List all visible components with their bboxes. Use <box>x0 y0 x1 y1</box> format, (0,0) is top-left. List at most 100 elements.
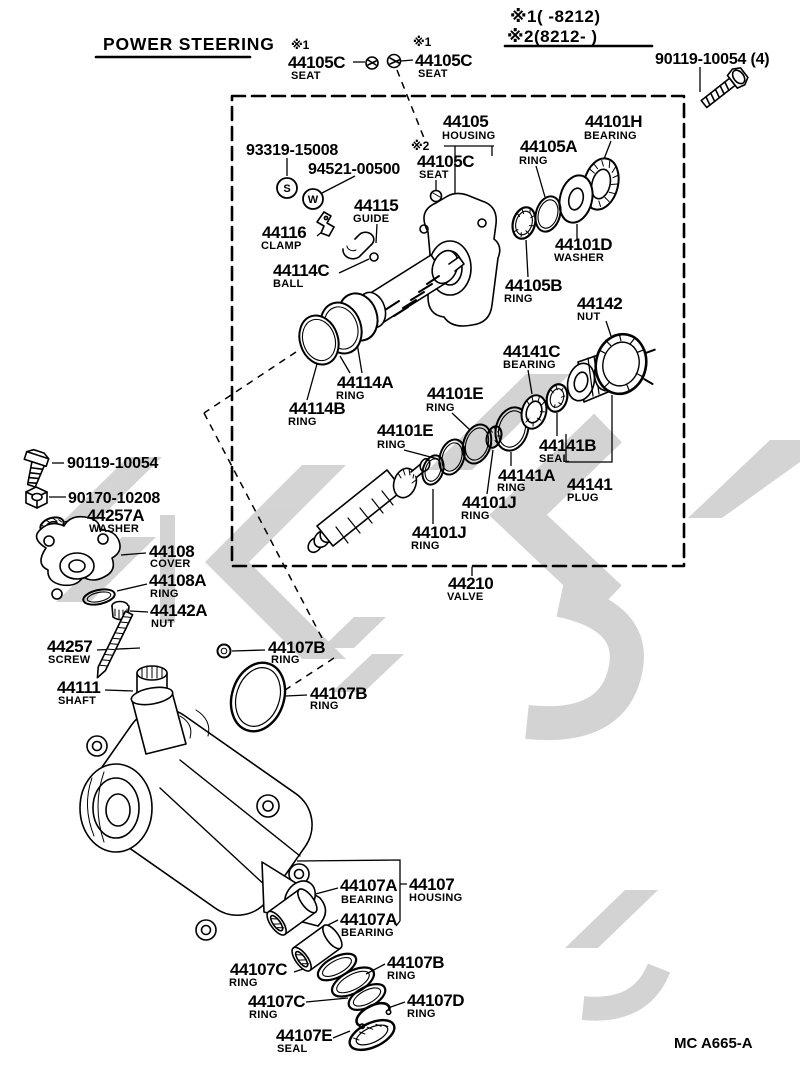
svg-text:※2: ※2 <box>411 139 430 153</box>
ring-44141a-drawing <box>494 406 530 452</box>
svg-text:44107B: 44107B <box>268 638 325 657</box>
svg-text:RING: RING <box>461 510 490 522</box>
bolt-drawing-top-right <box>700 67 749 109</box>
svg-text:44257: 44257 <box>47 637 92 656</box>
projection-lines <box>203 69 425 693</box>
svg-text:44141A: 44141A <box>498 466 555 485</box>
part-label-90119-10054: 90119-10054 <box>67 455 159 472</box>
s-marker-icon: S <box>276 177 298 199</box>
clamp-drawing <box>316 211 335 237</box>
svg-text:44101D: 44101D <box>555 235 612 254</box>
svg-text:44114B: 44114B <box>289 399 345 418</box>
svg-text:44108: 44108 <box>149 542 194 561</box>
svg-text:RING: RING <box>229 977 258 989</box>
seat-screw-drawing-2 <box>386 53 402 69</box>
svg-text:90170-10208: 90170-10208 <box>68 490 160 507</box>
svg-text:44107A: 44107A <box>340 876 397 895</box>
svg-text:SEAT: SEAT <box>419 169 449 181</box>
svg-text:RING: RING <box>310 700 339 712</box>
svg-text:S: S <box>283 183 290 195</box>
snap-ring-44107d-drawing <box>355 1001 392 1030</box>
washer-44101d-drawing <box>558 174 594 224</box>
page-title: POWER STEERING <box>103 34 275 54</box>
svg-text:44142A: 44142A <box>150 601 207 620</box>
svg-text:44107A: 44107A <box>340 910 397 929</box>
svg-text:44101J: 44101J <box>412 523 466 542</box>
svg-text:SEAT: SEAT <box>418 68 448 80</box>
cover-drawing <box>35 515 121 600</box>
svg-text:SHAFT: SHAFT <box>58 695 96 707</box>
svg-text:93319-15008: 93319-15008 <box>246 142 338 159</box>
diagram-art: S W <box>23 53 749 1052</box>
part-label-93319-15008: 93319-15008 <box>246 142 339 159</box>
ring-44105a-drawing <box>534 195 562 233</box>
svg-text:RING: RING <box>407 1008 436 1020</box>
svg-text:GUIDE: GUIDE <box>353 213 389 225</box>
ring-44108a-drawing <box>82 588 116 606</box>
part-label-94521-00500: 94521-00500 <box>308 161 401 178</box>
bolt-drawing-left <box>23 448 50 488</box>
svg-text:BEARING: BEARING <box>341 927 394 939</box>
svg-text:44107B: 44107B <box>387 953 444 972</box>
svg-text:90119-10054: 90119-10054 <box>67 455 159 472</box>
svg-text:44114A: 44114A <box>337 373 393 392</box>
w-marker-icon: W <box>302 188 324 210</box>
part-label-90170-10208: 90170-10208 <box>68 490 161 507</box>
svg-text:94521-00500: 94521-00500 <box>308 161 400 178</box>
svg-text:44105C: 44105C <box>415 51 472 70</box>
svg-text:44141B: 44141B <box>539 436 596 455</box>
seal-44141b-drawing <box>545 383 569 413</box>
svg-text:SEAL: SEAL <box>277 1043 308 1055</box>
svg-text:44105C: 44105C <box>417 152 474 171</box>
svg-text:RING: RING <box>426 402 455 414</box>
svg-text:WASHER: WASHER <box>554 252 604 264</box>
leader-lines <box>49 59 701 1039</box>
seal-44107e-drawing <box>348 1018 396 1052</box>
svg-text:44101H: 44101H <box>585 112 642 131</box>
svg-text:SCREW: SCREW <box>48 654 91 666</box>
svg-text:SEAL: SEAL <box>539 453 570 465</box>
svg-text:44101J: 44101J <box>462 493 516 512</box>
svg-text:WASHER: WASHER <box>89 523 139 535</box>
small-oring-44107b-drawing <box>216 643 232 659</box>
labels: POWER STEERING ※1( -8212) ※2(8212- ) 901… <box>47 7 770 1055</box>
detail-box <box>230 94 686 568</box>
svg-text:HOUSING: HOUSING <box>409 892 462 904</box>
note-line-1: ※1( -8212) <box>510 7 601 26</box>
svg-text:NUT: NUT <box>151 618 175 630</box>
svg-text:44257A: 44257A <box>87 506 144 525</box>
ring-44101j-drawing-1 <box>421 454 445 486</box>
svg-text:RING: RING <box>336 390 365 402</box>
oring-44107b-drawing <box>229 661 287 733</box>
svg-text:PLUG: PLUG <box>567 492 599 504</box>
svg-text:BEARING: BEARING <box>341 894 394 906</box>
svg-text:44107E: 44107E <box>276 1026 332 1045</box>
svg-text:BEARING: BEARING <box>584 130 637 142</box>
svg-text:CLAMP: CLAMP <box>261 240 302 252</box>
